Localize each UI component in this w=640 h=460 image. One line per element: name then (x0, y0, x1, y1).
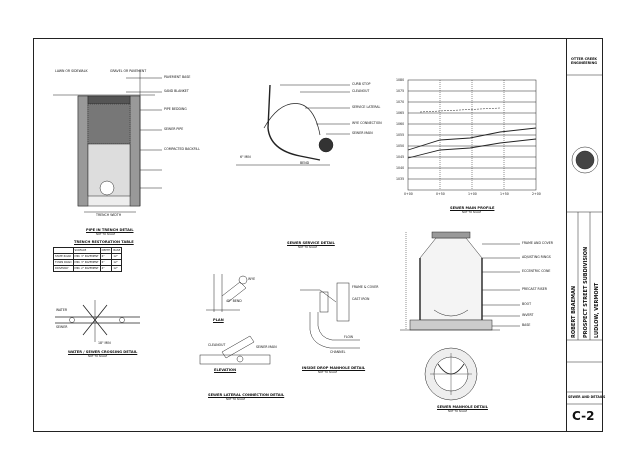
sheet-number: C-2 (572, 409, 595, 423)
profile-y-tick: 1055 (396, 133, 405, 137)
manhole-detail-title: SEWER MANHOLE DETAIL (437, 405, 488, 409)
service-label-bend: BEND (300, 161, 310, 165)
table-cell: DRIVEWAY (53, 265, 74, 272)
drop-label-channel: CHANNEL (330, 350, 346, 354)
manhole-label-boot: BOOT (522, 302, 532, 306)
profile-x-tick: 2+00 (532, 192, 541, 196)
service-label-curbstop: CURB STOP (352, 82, 371, 86)
profile-y-tick: 1070 (396, 100, 405, 104)
trench-detail-title: PIPE IN TRENCH DETAIL (86, 228, 134, 232)
manhole-label-frame: FRAME AND COVER (522, 241, 553, 245)
service-detail-scale: NOT TO SCALE (298, 246, 318, 249)
service-label-main: SEWER MAIN (352, 131, 373, 135)
manhole-label-base: BASE (522, 323, 531, 327)
profile-scale: NOT TO SCALE (462, 211, 482, 214)
profile-title: SEWER MAIN PROFILE (450, 206, 495, 210)
trench-label-width: TRENCH WIDTH (96, 213, 122, 217)
trench-label-sand: SAND BLANKET (164, 89, 189, 93)
table-row: STATE ROAD MIN. 3" PAVEMENT 6" 12" (53, 253, 123, 260)
crossing-detail-title: WATER / SEWER CROSSING DETAIL (68, 350, 138, 354)
trench-detail-scale: NOT TO SCALE (96, 233, 116, 236)
table-row: DRIVEWAY MIN. 2" PAVEMENT 4" 12" (53, 265, 123, 272)
profile-y-tick: 1065 (396, 111, 405, 115)
lateral-label-wye: WYE (248, 277, 256, 281)
manhole-label-riser: PRECAST RISER (522, 287, 547, 291)
service-label-cleanout: CLEANOUT (352, 89, 370, 93)
project-location: LUDLOW, VERMONT (594, 282, 600, 338)
drop-label-iron: CAST IRON (352, 297, 370, 301)
profile-y-tick: 1080 (396, 78, 405, 82)
lateral-elevation-title: ELEVATION (214, 368, 237, 372)
crossing-label-sewer: SEWER (56, 325, 68, 329)
profile-y-tick: 1045 (396, 155, 405, 159)
drawing-title: SEWER AND DETAILS (568, 395, 606, 399)
trench-label-backfill: COMPACTED BACKFILL (164, 147, 200, 151)
trench-label-gravel: GRAVEL OR PAVEMENT (110, 69, 147, 73)
crossing-label-water: WATER (56, 308, 68, 312)
project-owner: ROBERT BRAEMAN (571, 285, 577, 338)
drop-detail-title: INSIDE DROP MANHOLE DETAIL (302, 366, 366, 370)
title-block (566, 39, 602, 431)
crossing-detail-scale: NOT TO SCALE (88, 355, 108, 358)
firm-name: OTTER CREEK ENGINEERING (570, 57, 598, 65)
lateral-label-bend: 45° BEND (226, 299, 242, 303)
manhole-label-cone: ECCENTRIC CONE (522, 269, 551, 273)
trench-label-bedding: PIPE BEDDING (164, 107, 187, 111)
service-detail-title: SEWER SERVICE DETAIL (287, 241, 335, 245)
profile-x-tick: 0+50 (436, 192, 445, 196)
table-cell: 4" (99, 265, 113, 272)
lateral-label-cleanout: CLEANOUT (208, 343, 226, 347)
service-label-cover: 6" MIN (240, 155, 251, 159)
profile-y-tick: 1060 (396, 122, 405, 126)
drawing-sheet-border (33, 38, 603, 432)
profile-x-tick: 0+00 (404, 192, 413, 196)
lateral-label-main: SEWER MAIN (256, 345, 277, 349)
lateral-plan-title: PLAN (213, 318, 224, 322)
trench-label-lawn: LAWN OR SIDEWALK (55, 69, 88, 73)
manhole-label-invert: INVERT (522, 313, 534, 317)
restoration-table: SURFACE DEPTH BASE STATE ROAD MIN. 3" PA… (53, 247, 123, 272)
service-label-lateral: SERVICE LATERAL (352, 105, 381, 109)
manhole-detail-scale: NOT TO SCALE (448, 410, 468, 413)
profile-y-tick: 1075 (396, 89, 405, 93)
manhole-label-rings: ADJUSTING RINGS (522, 255, 551, 259)
crossing-label-separation: 18" MIN (98, 341, 111, 345)
drop-label-frame: FRAME & COVER (352, 285, 379, 289)
table-cell: 12" (111, 265, 123, 272)
project-name: PROSPECT STREET SUBDIVISION (583, 246, 589, 338)
lateral-detail-scale: NOT TO SCALE (226, 398, 246, 401)
service-label-wye: WYE CONNECTION (352, 121, 382, 125)
profile-y-tick: 1050 (396, 144, 405, 148)
profile-x-tick: 1+50 (500, 192, 509, 196)
drop-detail-scale: NOT TO SCALE (318, 371, 338, 374)
drop-label-flow: FLOW (344, 335, 354, 339)
profile-x-tick: 1+00 (468, 192, 477, 196)
profile-y-tick: 1035 (396, 177, 405, 181)
trench-label-pipe: SEWER PIPE (164, 127, 184, 131)
table-cell: MIN. 2" PAVEMENT (72, 265, 101, 272)
profile-y-tick: 1040 (396, 166, 405, 170)
lateral-detail-title: SEWER LATERAL CONNECTION DETAIL (208, 393, 285, 397)
trench-label-base: PAVEMENT BASE (164, 75, 191, 79)
restoration-table-title: TRENCH RESTORATION TABLE (74, 240, 134, 244)
